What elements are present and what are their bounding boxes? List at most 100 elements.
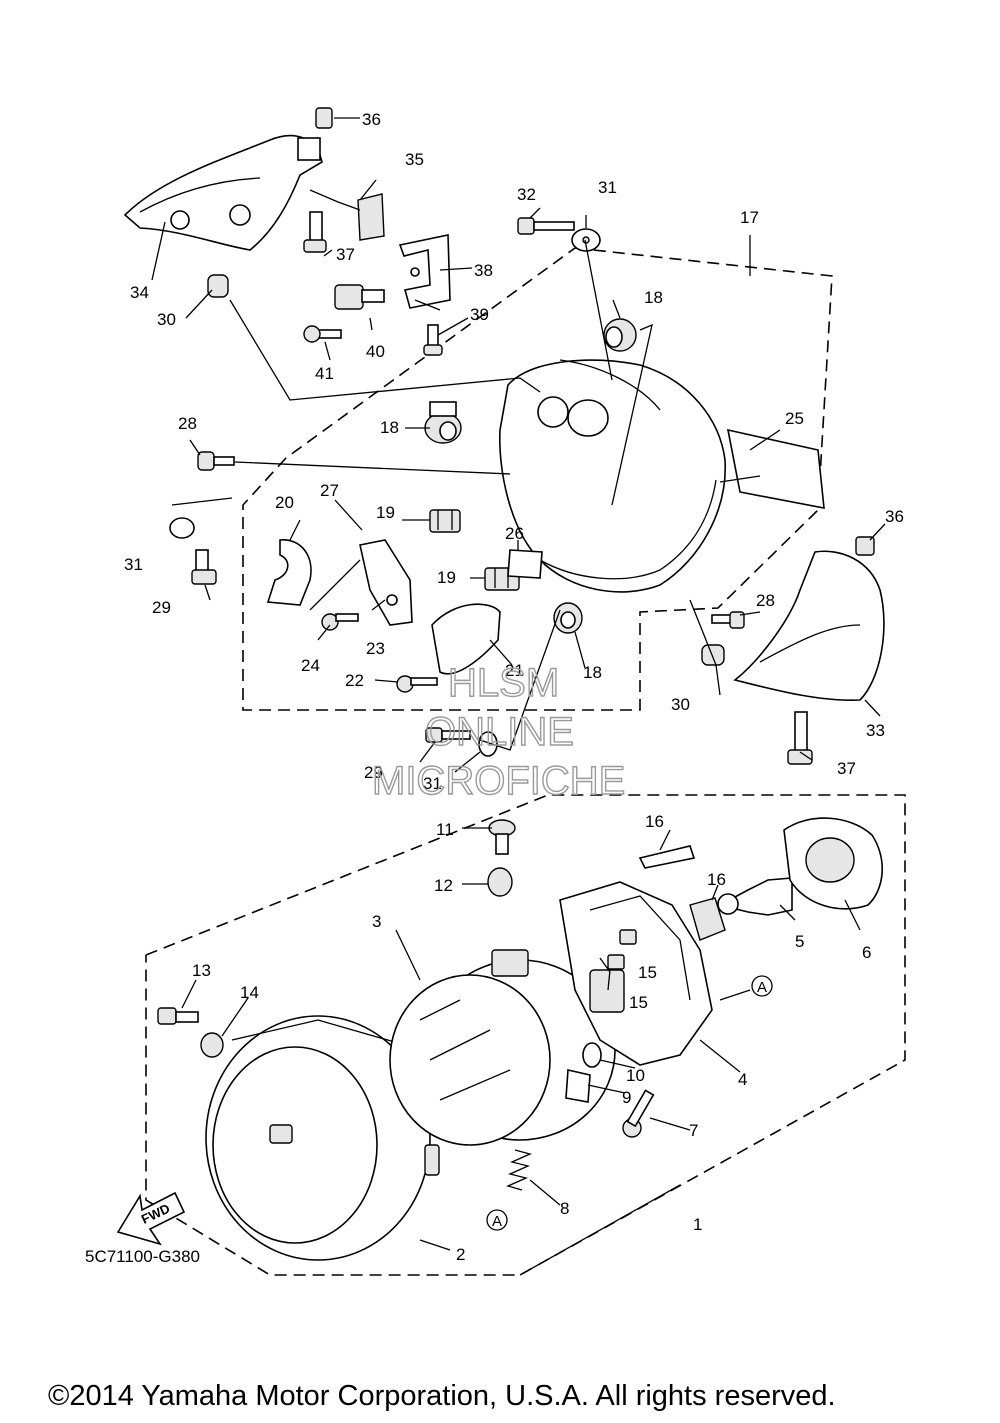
callout-28: 28 bbox=[178, 414, 197, 433]
callout-24: 24 bbox=[301, 656, 320, 675]
callout-39: 39 bbox=[470, 305, 489, 324]
screw-39 bbox=[423, 324, 443, 356]
spring-8 bbox=[506, 1149, 532, 1191]
headlight-rim-2 bbox=[205, 1015, 440, 1261]
spacer-14 bbox=[200, 1032, 224, 1058]
label-25 bbox=[726, 428, 825, 509]
copyright-notice: ©2014 Yamaha Motor Corporation, U.S.A. A… bbox=[48, 1380, 836, 1412]
watermark-line-3: MICROFICHE bbox=[372, 759, 625, 803]
screw-41 bbox=[303, 325, 342, 343]
upper-bracket-34 bbox=[123, 134, 323, 251]
headlight-housing-shell bbox=[498, 359, 726, 593]
grommet-12 bbox=[487, 867, 513, 897]
callout-16: 16 bbox=[707, 870, 726, 889]
washer-31-top bbox=[571, 228, 601, 252]
ref-marker-a-right: A bbox=[751, 975, 773, 997]
bracket-20 bbox=[266, 539, 312, 606]
callout-6: 6 bbox=[862, 943, 871, 962]
callout-13: 13 bbox=[192, 961, 211, 980]
screw-24 bbox=[321, 613, 359, 631]
bracket-33 bbox=[733, 550, 885, 702]
callout-5: 5 bbox=[795, 932, 804, 951]
callout-12: 12 bbox=[434, 876, 453, 895]
screw-7 bbox=[622, 1089, 655, 1138]
bolt-37-upper bbox=[303, 211, 327, 253]
leader-lines bbox=[151, 117, 886, 1276]
screw-22 bbox=[396, 675, 438, 693]
callout-23: 23 bbox=[366, 639, 385, 658]
callout-28: 28 bbox=[756, 591, 775, 610]
bracket-38 bbox=[398, 234, 451, 309]
callout-26: 26 bbox=[505, 524, 524, 543]
callout-18: 18 bbox=[380, 418, 399, 437]
callout-11: 11 bbox=[436, 820, 454, 839]
diagram-ref-code: 5C71100-G380 bbox=[85, 1247, 200, 1266]
grommet-18-lower bbox=[553, 602, 583, 634]
callout-19: 19 bbox=[437, 568, 456, 587]
callout-1: 1 bbox=[693, 1215, 702, 1234]
clip-16-upper bbox=[638, 845, 696, 869]
fwd-arrow: FWD bbox=[116, 1191, 186, 1246]
screw-36-right bbox=[855, 536, 875, 556]
callout-37: 37 bbox=[336, 245, 355, 264]
screw-28-left bbox=[197, 451, 235, 471]
grommet-30-upper bbox=[207, 274, 229, 298]
grommet-18-top bbox=[603, 318, 637, 352]
callout-29: 29 bbox=[364, 763, 383, 782]
callout-18: 18 bbox=[583, 663, 602, 682]
callout-40: 40 bbox=[366, 342, 385, 361]
callout-19: 19 bbox=[376, 503, 395, 522]
callout-30: 30 bbox=[157, 310, 176, 329]
washer-31-left bbox=[169, 517, 195, 539]
callout-31: 31 bbox=[124, 555, 143, 574]
grommet-30-right bbox=[701, 644, 725, 666]
ref-a: A bbox=[492, 1213, 502, 1230]
callout-4: 4 bbox=[738, 1070, 747, 1089]
callout-33: 33 bbox=[866, 721, 885, 740]
bolt-29-lower bbox=[425, 727, 471, 743]
callout-16: 16 bbox=[645, 812, 664, 831]
callout-9: 9 bbox=[622, 1088, 631, 1107]
callout-15: 15 bbox=[638, 963, 657, 982]
callout-10: 10 bbox=[626, 1066, 645, 1085]
callout-labels: 36 35 32 31 17 37 34 38 30 18 39 40 41 2… bbox=[124, 110, 904, 1264]
nut-15-upper bbox=[619, 929, 637, 945]
callout-14: 14 bbox=[240, 983, 259, 1002]
callout-35: 35 bbox=[405, 150, 424, 169]
label-26 bbox=[507, 549, 543, 579]
clip-9 bbox=[565, 1069, 591, 1103]
watermark-line-2: ONLINE bbox=[425, 710, 574, 754]
screw-28-right bbox=[711, 611, 745, 629]
label-35 bbox=[357, 193, 385, 241]
callout-37: 37 bbox=[837, 759, 856, 778]
callout-22: 22 bbox=[345, 671, 364, 690]
callout-32: 32 bbox=[517, 185, 536, 204]
connector-40 bbox=[334, 284, 385, 310]
callout-17: 17 bbox=[740, 208, 759, 227]
ref-a: A bbox=[757, 979, 767, 996]
assembly-outline-17 bbox=[242, 247, 833, 711]
watermark-line-1: HLSM bbox=[448, 661, 559, 705]
callout-25: 25 bbox=[785, 409, 804, 428]
ref-marker-a-left: A bbox=[486, 1209, 508, 1231]
screw-13 bbox=[157, 1007, 199, 1025]
callout-41: 41 bbox=[315, 364, 334, 383]
callout-21: 21 bbox=[505, 661, 524, 680]
screw-36-upper bbox=[315, 107, 333, 129]
callout-34: 34 bbox=[130, 283, 149, 302]
callout-27: 27 bbox=[320, 481, 339, 500]
callout-2: 2 bbox=[456, 1245, 465, 1264]
callout-8: 8 bbox=[560, 1199, 569, 1218]
bracket-4 bbox=[559, 881, 713, 1066]
callout-18: 18 bbox=[644, 288, 663, 307]
callout-30: 30 bbox=[671, 695, 690, 714]
bolt-29-left bbox=[191, 549, 217, 585]
bracket-23 bbox=[359, 539, 413, 626]
clip-16-lower bbox=[689, 897, 726, 941]
watermark: HLSM ONLINE MICROFICHE bbox=[371, 660, 626, 803]
callout-29: 29 bbox=[152, 598, 171, 617]
callout-31: 31 bbox=[598, 178, 617, 197]
washer-31-lower bbox=[478, 731, 498, 757]
callout-31: 31 bbox=[423, 774, 442, 793]
